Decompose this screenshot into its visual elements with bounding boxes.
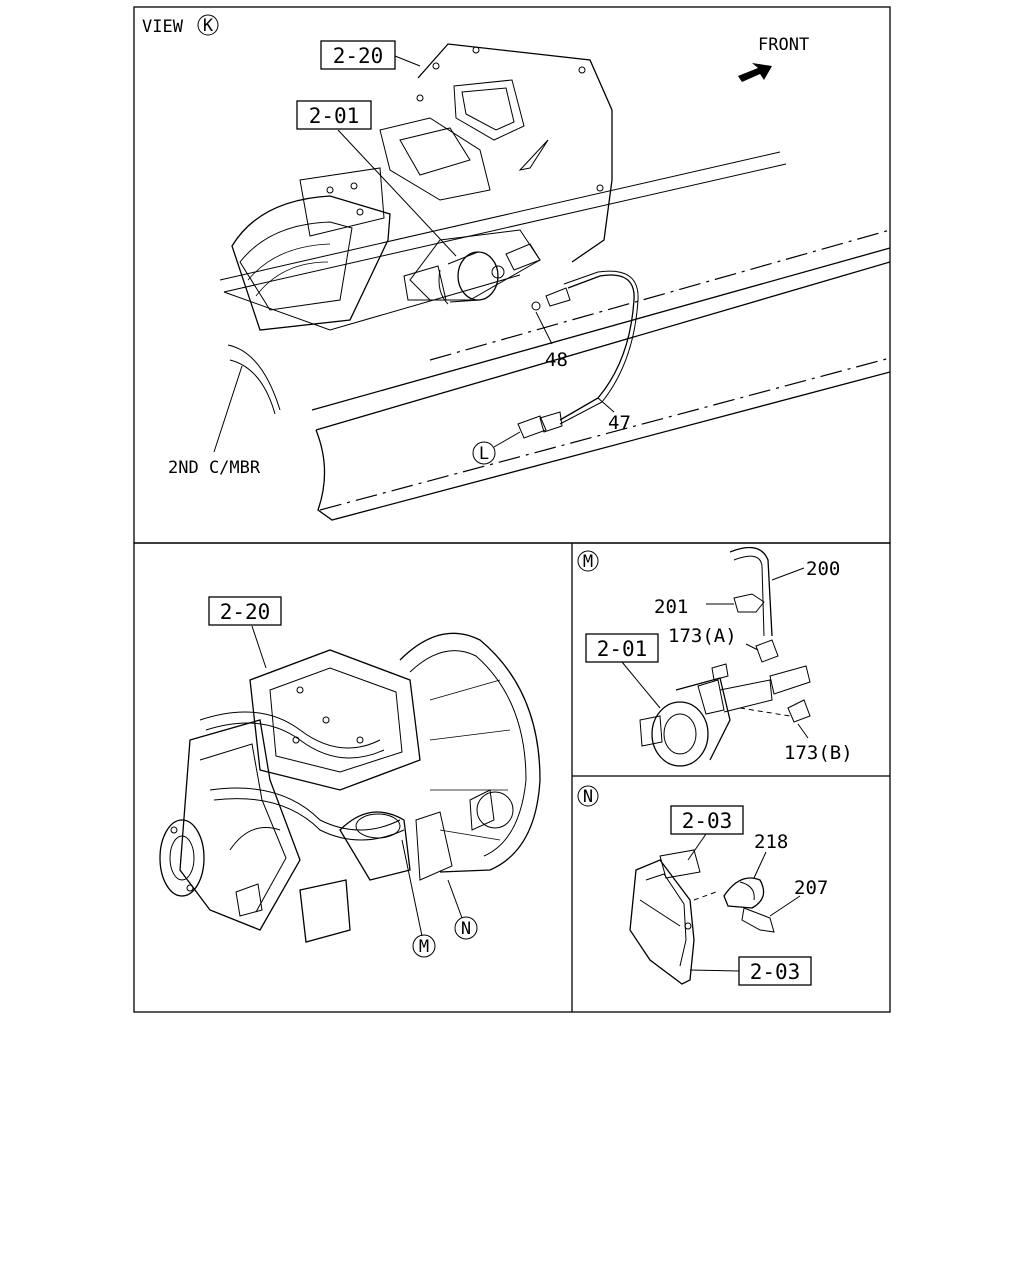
hose-200-icon [729, 546, 773, 637]
marker-l-circle [472, 441, 496, 465]
ref-2-03-bottom: 2-03 [750, 960, 801, 984]
clutch-slave-cylinder-detail [639, 663, 811, 767]
detail-n-circle [577, 785, 599, 807]
part-207-label: 207 [794, 877, 828, 899]
part-218-label: 218 [754, 831, 788, 853]
panel-frames [133, 6, 891, 1013]
view-k-panel: VIEW K FRONT [142, 14, 891, 521]
clip-201-icon [733, 593, 765, 613]
fitting-173b-icon [787, 699, 811, 723]
ref-2-20-assembly: 2-20 [220, 600, 271, 624]
bolt-2-03-icon [659, 849, 701, 879]
view-letter: K [203, 16, 214, 36]
ref-2-03-top: 2-03 [682, 809, 733, 833]
clamp-218-icon [723, 877, 765, 909]
ref-box-2-20-assembly [208, 596, 282, 626]
view-letter-circle [197, 14, 219, 36]
part-47-label: 47 [608, 412, 631, 434]
bracket-2-03 [629, 849, 717, 985]
detail-n-marker: N [583, 787, 593, 807]
marker-n-assembly: N [461, 919, 471, 939]
detail-m-circle [577, 550, 599, 572]
ref-2-01-top: 2-01 [309, 104, 360, 128]
marker-m-circle-assembly [412, 934, 436, 958]
part-173b-label: 173(B) [784, 742, 853, 764]
ref-box-2-01-top [296, 100, 372, 130]
ref-box-2-03-top [670, 805, 744, 835]
transmission-housing [416, 43, 613, 263]
ref-box-2-20-top [320, 40, 396, 70]
ref-2-20-top: 2-20 [333, 44, 384, 68]
view-title: VIEW [142, 17, 184, 37]
ref-2-01-detail: 2-01 [597, 637, 648, 661]
chassis-frame-rail [219, 151, 891, 521]
detail-m-panel: M 200 201 173(A) 173(B) [577, 546, 853, 767]
clutch-slave-cylinder-top [403, 243, 541, 305]
gearbox-body [231, 117, 541, 331]
marker-m-assembly: M [419, 937, 429, 957]
assembly-panel: 2-20 [159, 596, 541, 958]
marker-n-circle-assembly [454, 916, 478, 940]
detail-n-panel: N 2-03 218 207 2-03 [577, 785, 828, 986]
part-200-label: 200 [806, 558, 840, 580]
clutch-hose-47 [517, 270, 639, 439]
front-arrow-icon [738, 63, 772, 82]
washer-48-icon [531, 301, 541, 311]
fitting-173a-icon [755, 639, 779, 663]
second-cross-member-label: 2ND C/MBR [168, 458, 261, 478]
bolt-207-icon [741, 907, 775, 933]
marker-l: L [479, 444, 489, 464]
detail-m-marker: M [583, 552, 593, 572]
transmission-assembly-drawing [159, 632, 541, 943]
front-label: FRONT [758, 35, 809, 55]
part-201-label: 201 [654, 596, 688, 618]
part-173a-label: 173(A) [668, 625, 737, 647]
part-48-label: 48 [545, 349, 568, 371]
